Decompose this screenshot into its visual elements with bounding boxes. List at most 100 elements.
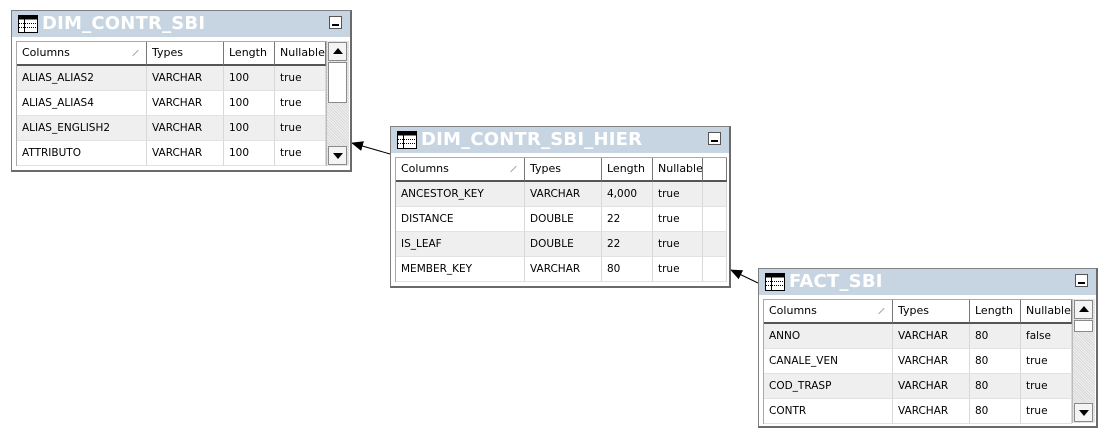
- table-name: DIM_CONTR_SBI: [42, 13, 206, 34]
- cell-column: CANALE_VEN: [764, 349, 893, 374]
- table-title-bar[interactable]: DIM_CONTR_SBI_HIER: [391, 127, 729, 153]
- cell-type: DOUBLE: [525, 207, 602, 232]
- cell-column: IS_LEAF: [396, 232, 525, 257]
- grid-header: Columns Types Length Nullable: [17, 42, 326, 66]
- cell-column: ANCESTOR_KEY: [396, 182, 525, 207]
- cell-nullable: false: [1021, 324, 1072, 349]
- cell-type: VARCHAR: [147, 116, 224, 141]
- scroll-up-arrow-icon[interactable]: [1074, 300, 1093, 319]
- table-icon: [397, 131, 417, 149]
- maximize-icon[interactable]: [329, 16, 342, 29]
- header-types[interactable]: Types: [893, 300, 970, 324]
- cell-filler: [703, 182, 727, 207]
- cell-type: VARCHAR: [893, 399, 970, 424]
- cell-column: ALIAS_ENGLISH2: [17, 116, 147, 141]
- cell-nullable: true: [653, 207, 703, 232]
- cell-filler: [703, 257, 727, 282]
- cell-length: 80: [970, 349, 1021, 374]
- table-row[interactable]: ALIAS_ALIAS4 VARCHAR 100 true: [17, 91, 326, 116]
- table-name: DIM_CONTR_SBI_HIER: [421, 129, 643, 150]
- header-columns[interactable]: Columns: [396, 158, 525, 182]
- maximize-icon[interactable]: [1075, 274, 1088, 287]
- table-row[interactable]: ALIAS_ENGLISH2 VARCHAR 100 true: [17, 116, 326, 141]
- scroll-down-arrow-icon[interactable]: [328, 146, 347, 165]
- cell-nullable: true: [653, 232, 703, 257]
- cell-nullable: true: [653, 182, 703, 207]
- header-columns[interactable]: Columns: [17, 42, 147, 66]
- cell-length: 4,000: [602, 182, 653, 207]
- cell-type: VARCHAR: [147, 91, 224, 116]
- table-row[interactable]: CONTR VARCHAR 80 true: [764, 399, 1072, 424]
- cell-length: 80: [970, 324, 1021, 349]
- header-nullable[interactable]: Nullable: [653, 158, 703, 182]
- table-dim-contr-sbi[interactable]: DIM_CONTR_SBI Columns Types Length Nulla…: [11, 10, 352, 172]
- cell-length: 80: [970, 374, 1021, 399]
- table-icon: [18, 15, 38, 33]
- cell-column: ANNO: [764, 324, 893, 349]
- cell-filler: [703, 207, 727, 232]
- cell-length: 22: [602, 207, 653, 232]
- scroll-thumb[interactable]: [1074, 320, 1093, 332]
- scroll-thumb[interactable]: [328, 62, 347, 103]
- cell-length: 100: [224, 141, 275, 166]
- table-dim-contr-sbi-hier[interactable]: DIM_CONTR_SBI_HIER Columns Types Length …: [390, 126, 731, 288]
- cell-nullable: true: [1021, 349, 1072, 374]
- cell-column: MEMBER_KEY: [396, 257, 525, 282]
- scroll-down-arrow-icon[interactable]: [1074, 403, 1093, 422]
- table-row[interactable]: ANNO VARCHAR 80 false: [764, 324, 1072, 349]
- table-row[interactable]: COD_TRASP VARCHAR 80 true: [764, 374, 1072, 399]
- cell-nullable: true: [653, 257, 703, 282]
- cell-type: VARCHAR: [525, 182, 602, 207]
- cell-nullable: true: [1021, 374, 1072, 399]
- grid-header: Columns Types Length Nullable: [396, 158, 727, 182]
- cell-length: 80: [970, 399, 1021, 424]
- cell-length: 80: [602, 257, 653, 282]
- cell-length: 100: [224, 91, 275, 116]
- cell-nullable: true: [275, 141, 326, 166]
- table-row[interactable]: DISTANCE DOUBLE 22 true: [396, 207, 727, 232]
- table-row[interactable]: ALIAS_ALIAS2 VARCHAR 100 true: [17, 66, 326, 91]
- scroll-up-arrow-icon[interactable]: [328, 42, 347, 61]
- cell-filler: [703, 232, 727, 257]
- columns-grid: Columns Types Length Nullable ANCESTOR_K…: [395, 157, 727, 282]
- columns-grid: Columns Types Length Nullable ANNO VARCH…: [763, 299, 1072, 424]
- cell-column: DISTANCE: [396, 207, 525, 232]
- cell-column: ALIAS_ALIAS4: [17, 91, 147, 116]
- header-nullable[interactable]: Nullable: [275, 42, 326, 66]
- cell-length: 100: [224, 116, 275, 141]
- cell-nullable: true: [275, 91, 326, 116]
- header-nullable[interactable]: Nullable: [1021, 300, 1072, 324]
- vertical-scrollbar[interactable]: [1072, 299, 1095, 423]
- table-row[interactable]: ATTRIBUTO VARCHAR 100 true: [17, 141, 326, 166]
- table-row[interactable]: IS_LEAF DOUBLE 22 true: [396, 232, 727, 257]
- maximize-icon[interactable]: [708, 132, 721, 145]
- table-fact-sbi[interactable]: FACT_SBI Columns Types Length Nullable A…: [758, 268, 1098, 428]
- cell-column: ATTRIBUTO: [17, 141, 147, 166]
- fk-arrow-hier-to-dim: [351, 141, 391, 155]
- header-columns[interactable]: Columns: [764, 300, 893, 324]
- cell-type: VARCHAR: [893, 374, 970, 399]
- cell-type: VARCHAR: [147, 66, 224, 91]
- grid-header: Columns Types Length Nullable: [764, 300, 1072, 324]
- cell-nullable: true: [1021, 399, 1072, 424]
- header-length[interactable]: Length: [602, 158, 653, 182]
- table-row[interactable]: CANALE_VEN VARCHAR 80 true: [764, 349, 1072, 374]
- cell-type: VARCHAR: [525, 257, 602, 282]
- header-types[interactable]: Types: [525, 158, 602, 182]
- cell-column: CONTR: [764, 399, 893, 424]
- table-row[interactable]: ANCESTOR_KEY VARCHAR 4,000 true: [396, 182, 727, 207]
- cell-length: 100: [224, 66, 275, 91]
- table-icon: [765, 273, 785, 291]
- header-filler: [703, 158, 727, 182]
- header-types[interactable]: Types: [147, 42, 224, 66]
- table-title-bar[interactable]: DIM_CONTR_SBI: [12, 11, 350, 37]
- fk-arrow-fact-to-hier: [730, 269, 759, 284]
- cell-length: 22: [602, 232, 653, 257]
- header-length[interactable]: Length: [224, 42, 275, 66]
- vertical-scrollbar[interactable]: [326, 41, 349, 166]
- cell-type: DOUBLE: [525, 232, 602, 257]
- table-row[interactable]: MEMBER_KEY VARCHAR 80 true: [396, 257, 727, 282]
- header-length[interactable]: Length: [970, 300, 1021, 324]
- cell-column: ALIAS_ALIAS2: [17, 66, 147, 91]
- table-title-bar[interactable]: FACT_SBI: [759, 269, 1096, 295]
